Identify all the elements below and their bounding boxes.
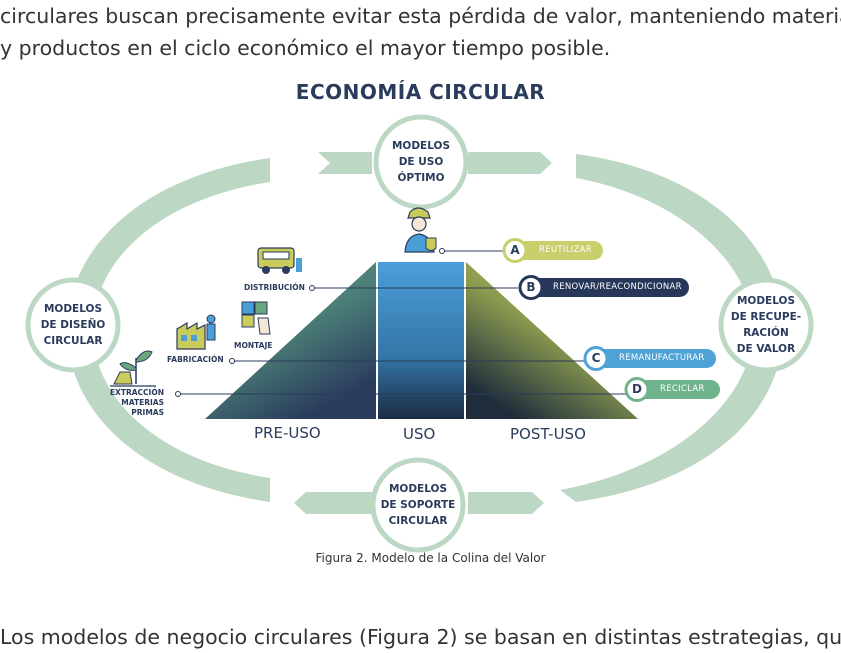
step-label-montaje: MONTAJE [234,341,273,350]
hill-use [378,262,464,419]
strategy-letter-d: D [632,382,642,396]
strategy-label-c: REMANUFACTURAR [619,353,705,363]
worker-icon [404,207,437,253]
strategy-letter-c: C [591,351,601,365]
figure-caption: Figura 2. Modelo de la Colina del Valor [315,551,546,565]
ring-arrow-top-left [318,152,372,174]
stage-label-post-use: POST-USO [510,425,586,443]
intro-line-1: circulares buscan precisamente evitar es… [0,4,841,28]
model-label-bottom: MODELOS DE SOPORTE CIRCULAR [380,483,456,527]
ring-arrow-bottom-right [468,492,544,514]
step-label-extraccion: EXTRACCIÓN MATERIAS PRIMAS [109,388,164,417]
strategy-label-a: REUTILIZAR [539,245,592,255]
step-label-distribucion: DISTRIBUCIÓN [244,283,305,292]
diagram-title: ECONOMÍA CIRCULAR [295,80,546,104]
stage-label-use: USO [403,425,436,443]
model-circle-top [373,114,469,210]
pill-b [522,278,689,297]
pill-c-badge [583,346,609,371]
model-circle-left [25,277,121,373]
strategy-letter-a: A [510,243,520,257]
strategy-letter-b: B [526,280,536,294]
hill-pre-use [205,262,376,419]
body-paragraph: Los modelos de negocio circulares (Figur… [0,625,841,649]
model-circles [25,114,814,553]
model-label-right: Modelos de recupe- ración de valor [730,295,802,355]
pill-d-badge [624,377,650,402]
intro-paragraph: circulares buscan precisamente evitar es… [0,0,841,64]
hill-post-use [466,262,638,419]
assembly-icon [241,301,271,335]
cycle-ring [66,152,784,514]
ring-arc-right [560,154,784,502]
model-label-top: MODELOS DE USO ÓPTIMO [391,140,451,184]
plant-icon [110,350,156,387]
step-label-fabricacion: FABRICACIÓN [167,355,224,364]
truck-icon [257,247,302,274]
pill-c [592,349,716,368]
model-circle-right [718,277,814,373]
pill-b-badge [518,275,544,300]
ring-arc-left [66,158,270,502]
ring-arrow-bottom-left [294,492,372,514]
pill-a-badge [502,238,528,263]
ring-arrow-top-right [468,152,552,174]
factory-icon [176,314,216,350]
connector-dots [175,248,445,397]
stage-label-pre-use: PRE-USO [254,424,321,442]
strategy-label-b: RENOVAR/REACONDICIONAR [553,282,682,292]
intro-line-2: y productos en el ciclo económico el may… [0,36,611,60]
pill-a [507,241,603,260]
model-circle-bottom [370,457,466,553]
model-label-left: MODELOS DE DISEÑO CIRCULAR [40,303,106,347]
strategy-pills [502,238,720,402]
connector-lines [178,250,630,395]
strategy-label-d: RECICLAR [660,384,705,394]
pill-d [632,380,720,399]
